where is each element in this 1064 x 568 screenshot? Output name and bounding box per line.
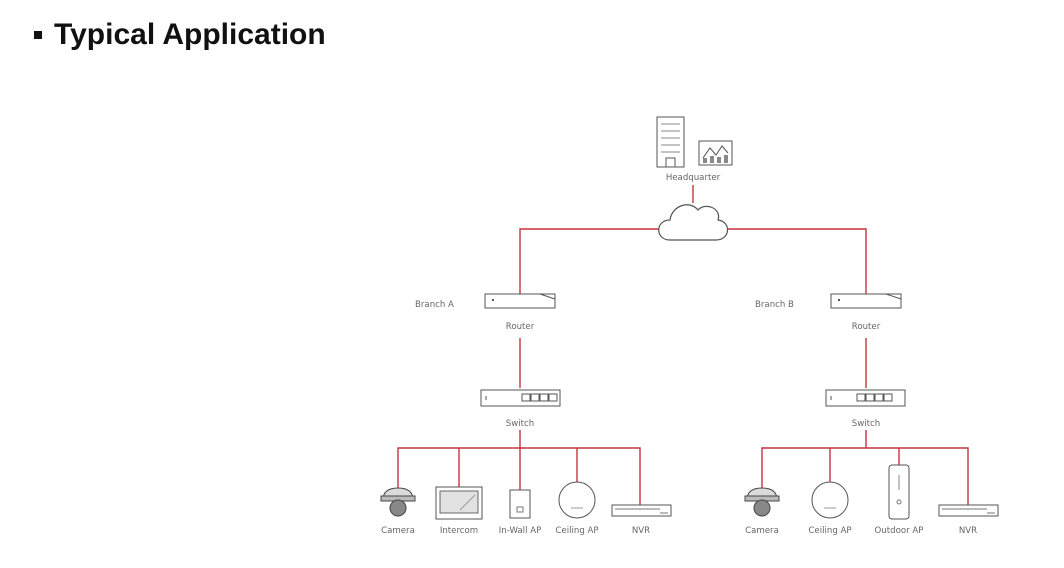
monitor-chart-icon (698, 140, 733, 166)
switch-icon (480, 389, 561, 407)
router-icon (830, 293, 902, 309)
device-label: Camera (745, 526, 779, 536)
device-label: Ceiling AP (555, 526, 598, 536)
cloud-icon (658, 204, 729, 241)
branch-b-label: Branch B (755, 300, 794, 310)
cloud-branch-b-link (724, 228, 867, 296)
heading-bullet (34, 31, 42, 39)
device-label: Camera (381, 526, 415, 536)
device-label: In-Wall AP (499, 526, 542, 536)
branch-a-label: Branch A (415, 300, 454, 310)
device-label: NVR (959, 526, 977, 536)
headquarter-node: Headquarter (656, 116, 733, 183)
nvr-icon (938, 504, 999, 517)
device-label: Ceiling AP (808, 526, 851, 536)
cloud-branch-a-link (519, 228, 662, 296)
device-label: Intercom (440, 526, 478, 536)
router-label: Router (852, 322, 881, 332)
switch-a-devices-bus (397, 430, 641, 505)
section-title: Typical Application (54, 18, 326, 51)
headquarter-label: Headquarter (666, 173, 721, 183)
switch-label: Switch (506, 419, 534, 429)
switch-b-devices-bus (761, 430, 969, 505)
intercom-icon (435, 486, 483, 520)
section-heading: Typical Application (34, 18, 326, 52)
router-label: Router (506, 322, 535, 332)
switch-icon (825, 389, 906, 407)
in-wall-ap-icon (509, 489, 531, 519)
connection-lines (397, 185, 969, 505)
ceiling-ap-icon (811, 481, 849, 519)
dome-camera-icon (380, 487, 416, 517)
nvr-icon (611, 504, 672, 517)
ceiling-ap-icon (558, 481, 596, 519)
device-label: NVR (632, 526, 650, 536)
building-icon (656, 116, 685, 168)
outdoor-ap-icon (888, 464, 910, 520)
device-label: Outdoor AP (875, 526, 924, 536)
router-icon (484, 293, 556, 309)
dome-camera-icon (744, 487, 780, 517)
switch-label: Switch (852, 419, 880, 429)
